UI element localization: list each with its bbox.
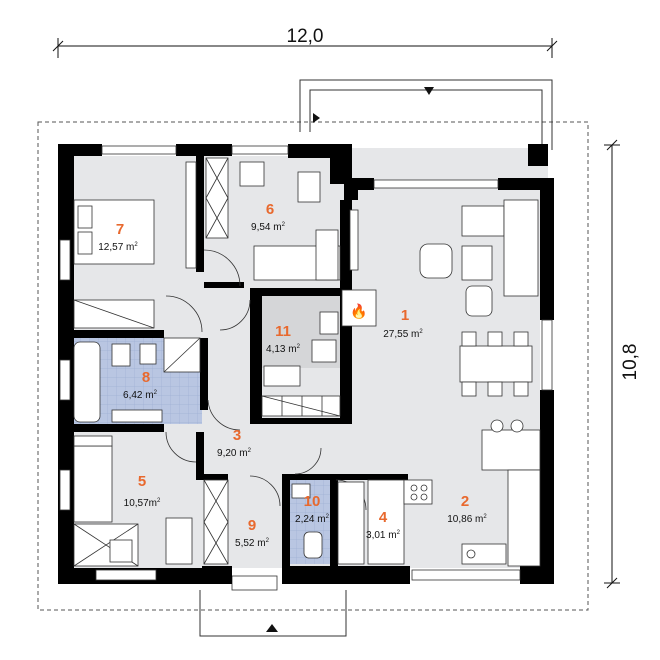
- room-label-2: 2 10,86 m2: [447, 493, 487, 525]
- room-label-3: 3 9,20 m2: [217, 427, 252, 459]
- svg-text:9,54 m2: 9,54 m2: [251, 222, 286, 233]
- room-5-furniture: [73, 435, 193, 567]
- svg-text:4,13 m2: 4,13 m2: [266, 344, 301, 355]
- kitchen-2-furniture: [367, 469, 541, 567]
- svg-text:27,55 m2: 27,55 m2: [383, 329, 423, 340]
- room-label-8: 8 6,42 m2: [123, 369, 158, 401]
- room-label-5: 5 10,57m2: [124, 473, 161, 509]
- room-label-7: 7 12,57 m2: [98, 221, 138, 253]
- svg-text:6,42 m2: 6,42 m2: [123, 390, 158, 401]
- svg-text:9,20 m2: 9,20 m2: [217, 448, 252, 459]
- room-6-furniture: [205, 157, 341, 281]
- room-label-9: 9 5,52 m2: [235, 517, 270, 549]
- wc-10-fixtures: [291, 483, 323, 559]
- width-dimension: 12,0: [52, 26, 558, 58]
- svg-text:5: 5: [138, 473, 146, 490]
- svg-text:9: 9: [248, 517, 256, 534]
- svg-text:11: 11: [275, 323, 291, 340]
- entrance-porch: [199, 575, 347, 637]
- living-1-furniture: [341, 199, 541, 471]
- svg-text:6: 6: [266, 201, 274, 218]
- windows: [59, 145, 553, 581]
- pantry-11-furniture: [261, 311, 341, 417]
- svg-text:8: 8: [142, 369, 150, 386]
- svg-text:10,57m2: 10,57m2: [124, 498, 161, 509]
- width-label: 12,0: [287, 26, 324, 47]
- storage-4-furniture: [337, 481, 365, 565]
- room-label-6: 6 9,54 m2: [251, 201, 286, 233]
- bed-room-7: [73, 161, 197, 329]
- svg-text:3,01 m2: 3,01 m2: [366, 530, 401, 541]
- svg-text:10: 10: [304, 493, 321, 510]
- svg-text:4: 4: [379, 509, 388, 526]
- room-label-4: 4 3,01 m2: [366, 509, 401, 541]
- svg-text:5,52 m2: 5,52 m2: [235, 538, 270, 549]
- hall-9-furniture: [203, 479, 229, 565]
- bathroom-8-fixtures: [73, 337, 201, 423]
- room-label-11: 11 4,13 m2: [266, 323, 301, 355]
- svg-text:3: 3: [233, 427, 241, 444]
- height-label: 10,8: [620, 344, 641, 381]
- height-dimension: 10,8: [604, 139, 641, 589]
- svg-text:2,24 m2: 2,24 m2: [295, 514, 330, 525]
- room-label-10: 10 2,24 m2: [295, 493, 330, 525]
- room-label-1: 1 27,55 m2: [383, 307, 423, 340]
- svg-text:1: 1: [401, 307, 409, 324]
- svg-text:10,86 m2: 10,86 m2: [447, 514, 487, 525]
- doors: [165, 249, 367, 511]
- terrace-pergola: [299, 79, 553, 150]
- svg-text:7: 7: [116, 221, 124, 238]
- fireplace-icon: 🔥: [350, 303, 367, 320]
- svg-text:2: 2: [461, 493, 469, 510]
- svg-text:12,57 m2: 12,57 m2: [98, 242, 138, 253]
